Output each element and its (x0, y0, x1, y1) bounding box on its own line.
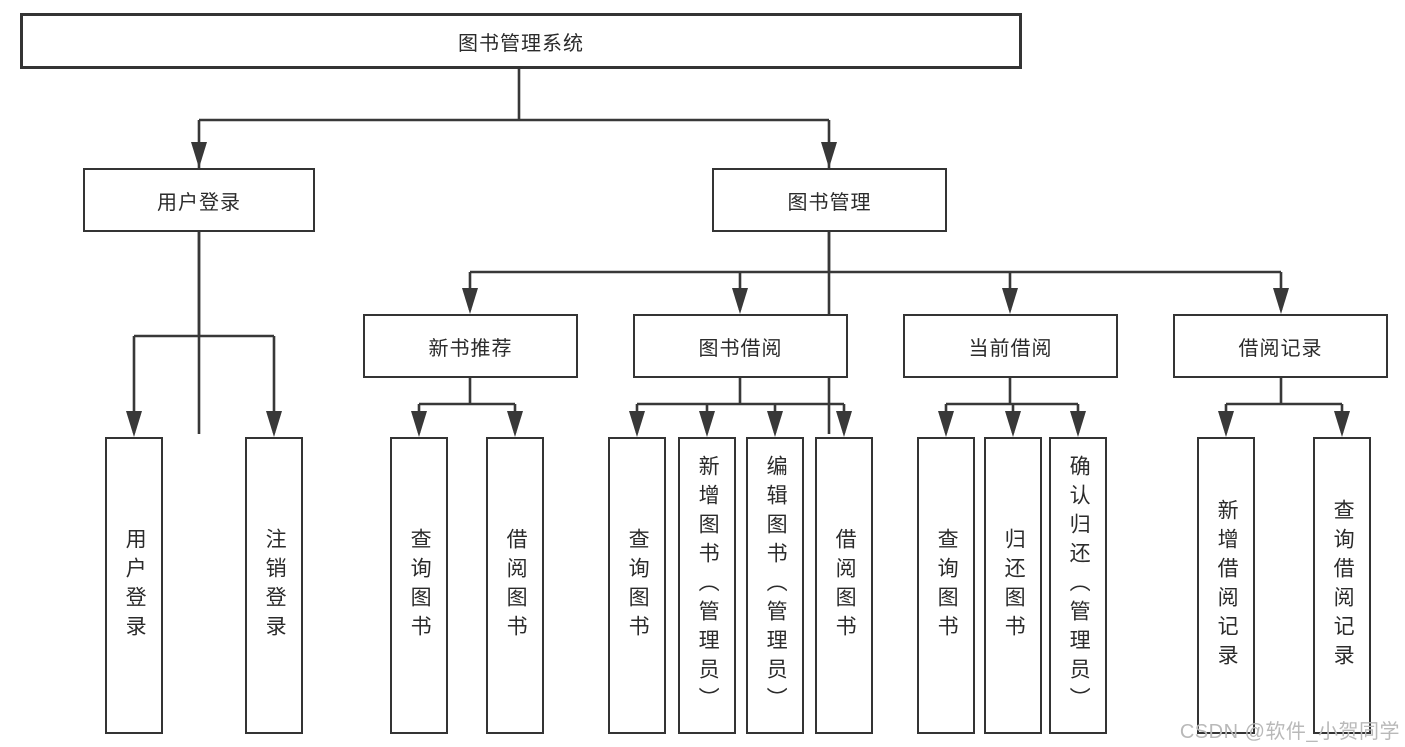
connector-root-to-level2 (191, 69, 837, 434)
node-add-books-admin: 新增图书（管理员） (678, 437, 736, 734)
node-label: 查询借阅记录 (1331, 498, 1355, 673)
connector-mgmt-to-level3 (462, 232, 1289, 314)
arrow-down-icon (1273, 288, 1289, 314)
node-label: 新书推荐 (428, 337, 513, 360)
node-user-login-group: 用户登录 (83, 168, 315, 232)
connector-records-to-leaves (1218, 378, 1350, 437)
arrow-down-icon (1334, 411, 1350, 437)
arrow-down-icon (507, 411, 523, 437)
arrow-down-icon (126, 411, 142, 437)
arrow-down-icon (821, 142, 837, 168)
node-label: 借阅记录 (1238, 337, 1323, 360)
connector-current-to-leaves (938, 378, 1086, 437)
node-book-management-group: 图书管理 (712, 168, 947, 232)
node-library-system-root: 图书管理系统 (20, 13, 1022, 69)
arrow-down-icon (462, 288, 478, 314)
node-label: 确认归还（管理员） (1067, 455, 1091, 716)
arrow-down-icon (699, 411, 715, 437)
arrow-down-icon (767, 411, 783, 437)
node-label: 查询图书 (408, 527, 432, 644)
node-label: 用户登录 (157, 191, 241, 214)
arrow-down-icon (1070, 411, 1086, 437)
node-label: 图书管理系统 (458, 32, 584, 55)
node-label: 借阅图书 (833, 527, 857, 644)
node-label: 当前借阅 (968, 337, 1053, 360)
node-query-books-borrow: 查询图书 (608, 437, 666, 734)
node-label: 借阅图书 (504, 527, 528, 644)
node-query-books-current: 查询图书 (917, 437, 975, 734)
node-logout-leaf: 注销登录 (245, 437, 303, 734)
csdn-watermark: CSDN @软件_小贺同学 (1179, 721, 1400, 743)
node-label: 图书借阅 (698, 337, 783, 360)
node-current-borrowing: 当前借阅 (903, 314, 1118, 378)
node-label: 归还图书 (1002, 527, 1026, 644)
arrow-down-icon (629, 411, 645, 437)
arrow-down-icon (732, 288, 748, 314)
node-label: 查询图书 (626, 527, 650, 644)
node-label: 新增图书（管理员） (696, 455, 720, 716)
arrow-down-icon (1002, 288, 1018, 314)
node-edit-books-admin: 编辑图书（管理员） (746, 437, 804, 734)
node-query-borrow-record: 查询借阅记录 (1313, 437, 1371, 734)
node-label: 编辑图书（管理员） (764, 455, 788, 716)
node-book-borrowing: 图书借阅 (633, 314, 848, 378)
arrow-down-icon (191, 142, 207, 168)
node-label: 图书管理 (787, 191, 872, 214)
node-label: 用户登录 (123, 527, 147, 644)
node-label: 查询图书 (935, 527, 959, 644)
arrow-down-icon (938, 411, 954, 437)
node-borrow-books-leaf: 借阅图书 (815, 437, 873, 734)
node-return-books: 归还图书 (984, 437, 1042, 734)
arrow-down-icon (1005, 411, 1021, 437)
connector-borrow-to-leaves (629, 378, 852, 437)
node-new-book-recommend: 新书推荐 (363, 314, 578, 378)
node-borrowing-records: 借阅记录 (1173, 314, 1388, 378)
node-user-login-leaf: 用户登录 (105, 437, 163, 734)
connector-recommend-to-leaves (411, 378, 523, 437)
node-confirm-return-admin: 确认归还（管理员） (1049, 437, 1107, 734)
node-label: 新增借阅记录 (1215, 498, 1239, 673)
connector-login-to-leaves (126, 232, 282, 437)
arrow-down-icon (411, 411, 427, 437)
arrow-down-icon (266, 411, 282, 437)
node-label: 注销登录 (263, 527, 287, 644)
arrow-down-icon (836, 411, 852, 437)
arrow-down-icon (1218, 411, 1234, 437)
node-add-borrow-record: 新增借阅记录 (1197, 437, 1255, 734)
node-borrow-books-recommend: 借阅图书 (486, 437, 544, 734)
node-query-books-recommend: 查询图书 (390, 437, 448, 734)
